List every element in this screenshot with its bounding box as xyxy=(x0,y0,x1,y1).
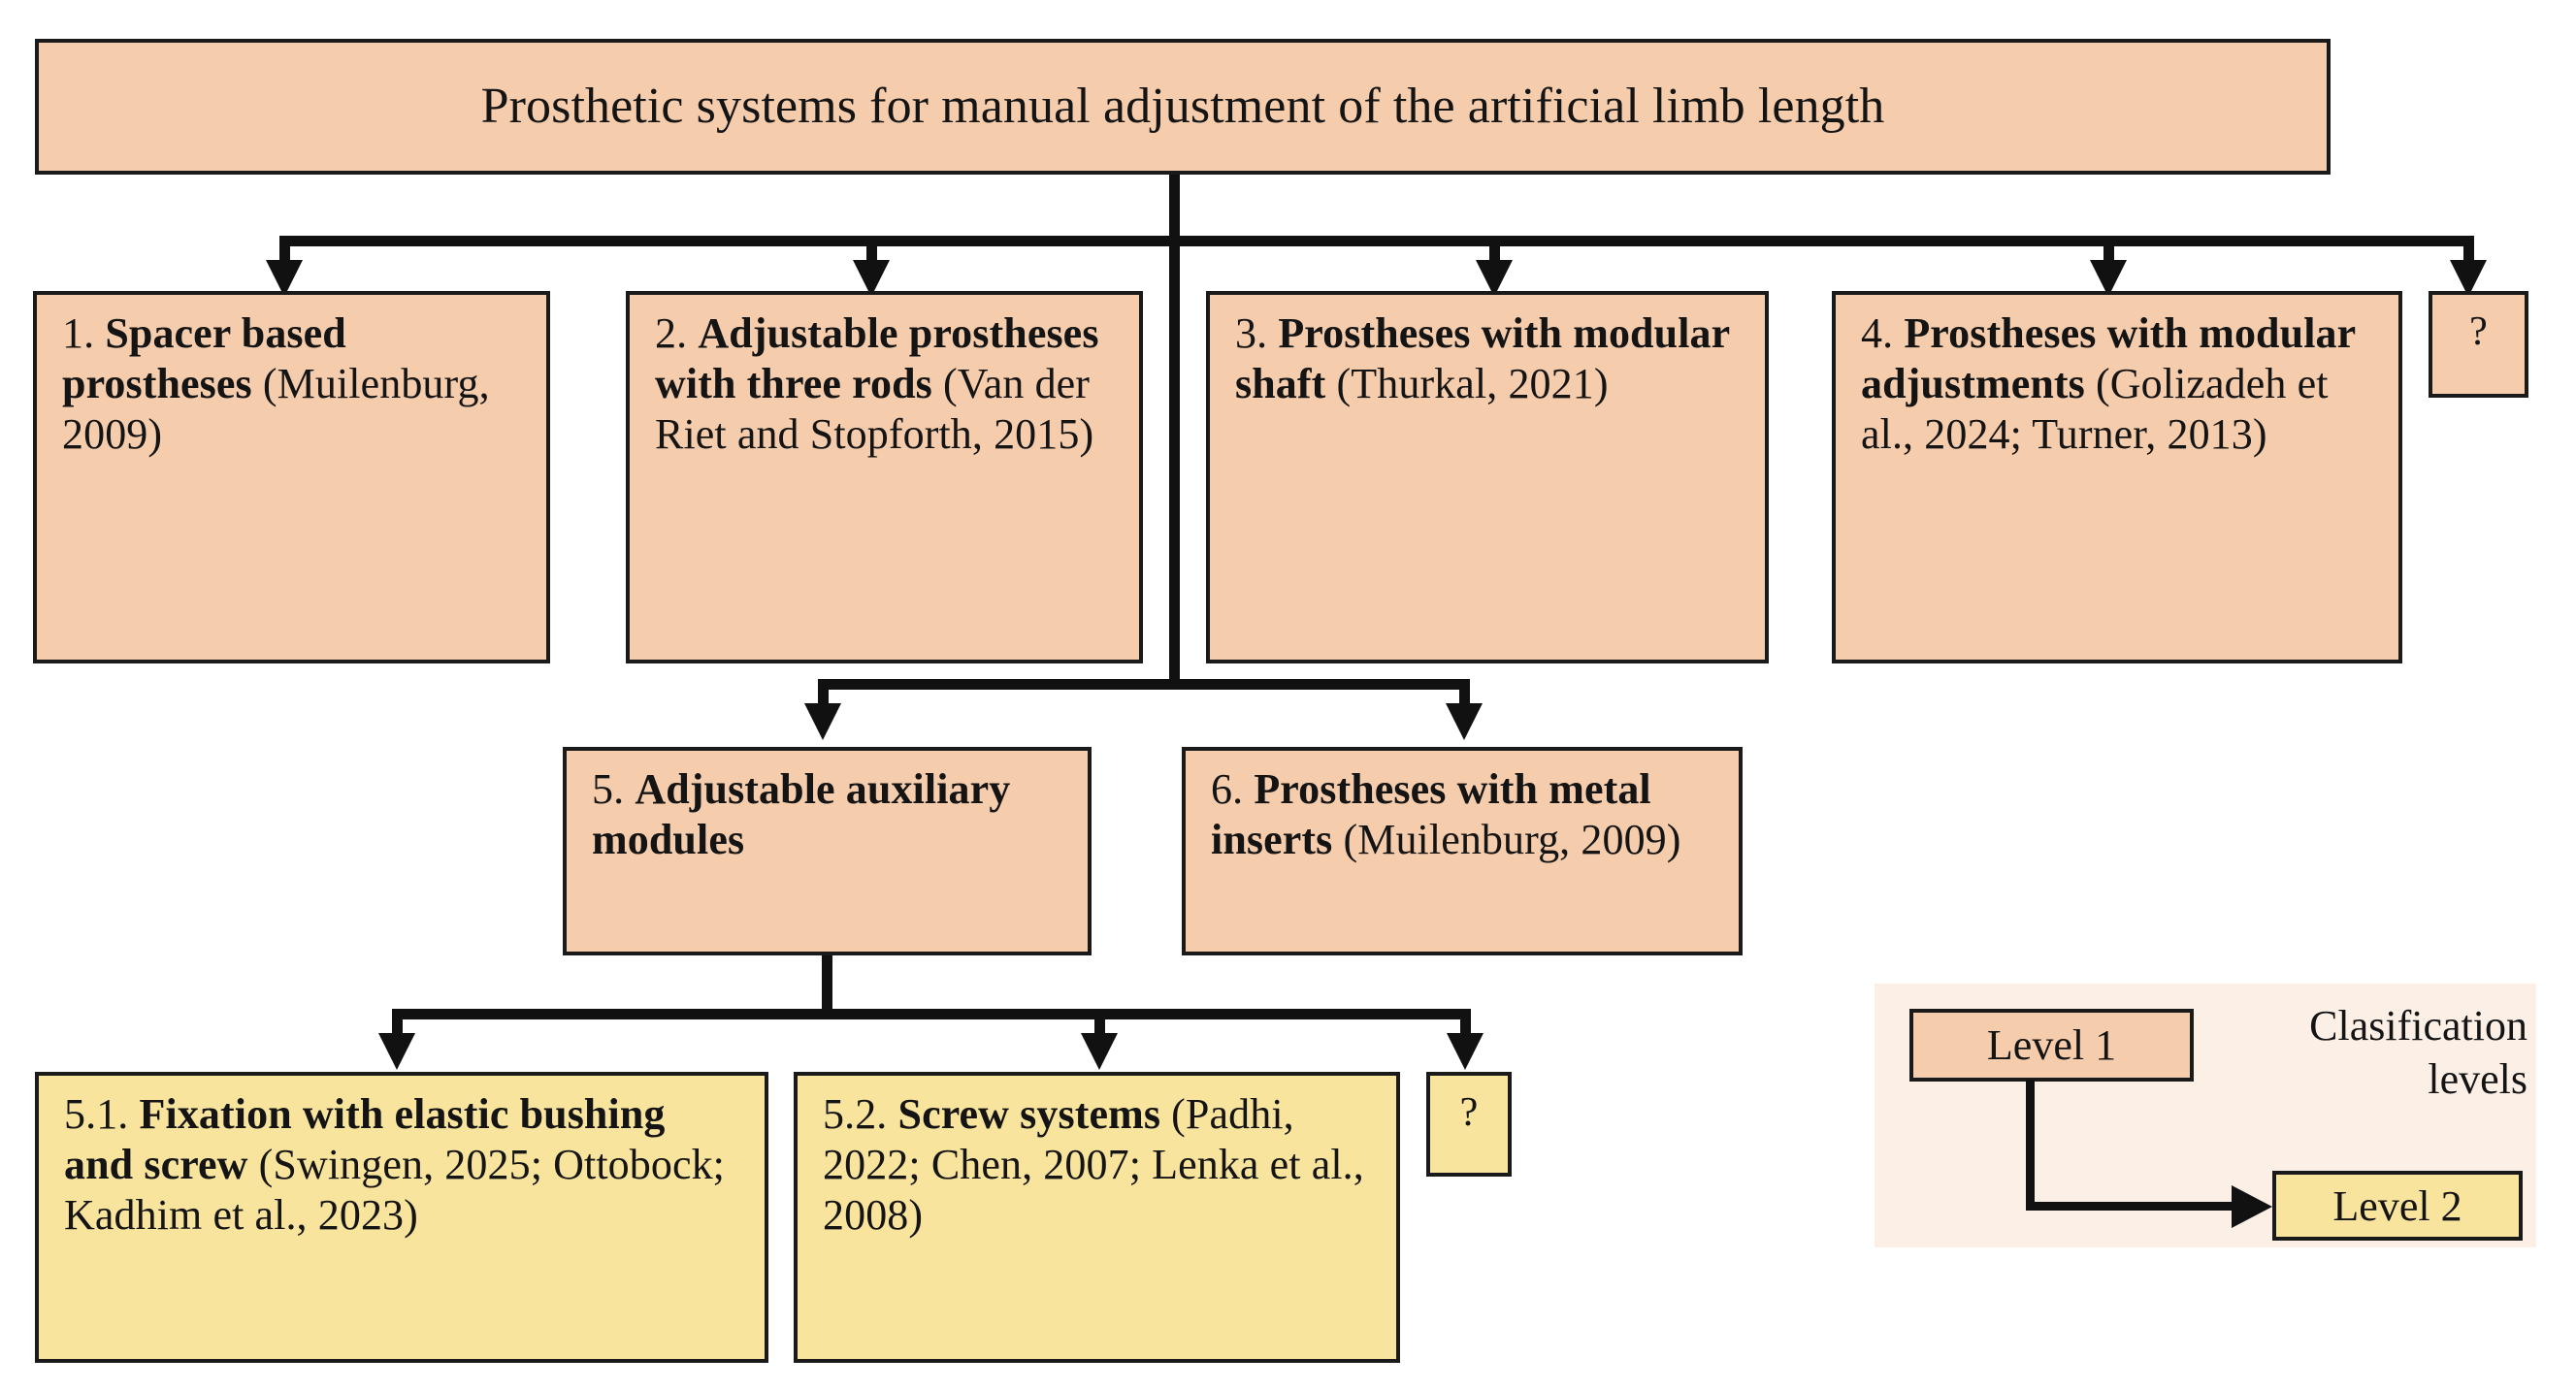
connector-drop-node4 xyxy=(2103,236,2114,275)
connector-drop-unknown2 xyxy=(1460,1009,1471,1048)
node-5-number: 5. xyxy=(592,765,625,813)
node-1-number: 1. xyxy=(62,309,95,357)
node-1-text: 1. Spacer based prostheses (Muilenburg, … xyxy=(37,295,546,469)
node-2: 2. Adjustable prostheses with three rods… xyxy=(626,291,1143,663)
connector-bus-level1 xyxy=(279,236,2474,246)
legend-swatch-level2: Level 2 xyxy=(2272,1171,2523,1241)
node-2-citation: (Van der Riet and Stopforth, 2015) xyxy=(655,359,1094,458)
node-5-2-text: 5.2. Screw systems (Padhi, 2022; Chen, 2… xyxy=(798,1076,1396,1250)
node-3-number: 3. xyxy=(1235,309,1268,357)
node-4: 4. Prostheses with modular adjustments (… xyxy=(1832,291,2402,663)
node-4-number: 4. xyxy=(1861,309,1894,357)
node-2-number: 2. xyxy=(655,309,688,357)
node-5-1-text: 5.1. Fixation with elastic bushing and s… xyxy=(39,1076,765,1250)
connector-drop-node2 xyxy=(866,236,877,275)
legend-connector-vertical xyxy=(2026,1080,2035,1211)
arrowhead-node3 xyxy=(1476,260,1513,297)
node-1-bold: Spacer based prostheses xyxy=(62,309,346,407)
arrowhead-node52 xyxy=(1081,1033,1118,1070)
node-3-citation: (Thurkal, 2021) xyxy=(1336,359,1609,407)
node-1-citation: (Muilenburg, 2009) xyxy=(62,359,490,458)
node-5-1: 5.1. Fixation with elastic bushing and s… xyxy=(35,1072,768,1363)
node-6-number: 6. xyxy=(1211,765,1244,813)
node-5-1-bold: Fixation with elastic bushing and screw xyxy=(64,1090,666,1188)
node-5-2: 5.2. Screw systems (Padhi, 2022; Chen, 2… xyxy=(794,1072,1400,1363)
node-6-citation: (Muilenburg, 2009) xyxy=(1343,815,1681,863)
legend-swatch-level1: Level 1 xyxy=(1909,1009,2194,1082)
node-5: 5. Adjustable auxiliary modules xyxy=(563,747,1092,955)
legend-connector-horizontal xyxy=(2026,1202,2239,1211)
connector-bus-level1b xyxy=(818,679,1470,690)
node-3-text: 3. Prostheses with modular shaft (Thurka… xyxy=(1210,295,1765,419)
arrowhead-unknown2 xyxy=(1447,1033,1484,1070)
connector-drop-node6 xyxy=(1459,679,1470,718)
node-4-bold: Prostheses with modular adjustments xyxy=(1861,309,2356,407)
connector-stem-node5 xyxy=(822,955,832,1018)
connector-drop-node52 xyxy=(1094,1009,1105,1048)
node-5-bold: Adjustable auxiliary modules xyxy=(592,765,1011,863)
connector-drop-node3 xyxy=(1489,236,1500,275)
connector-trunk-vertical xyxy=(1169,175,1180,679)
legend-arrowhead xyxy=(2232,1185,2272,1228)
node-5-text: 5. Adjustable auxiliary modules xyxy=(567,751,1088,875)
node-title-label: Prosthetic systems for manual adjustment… xyxy=(480,79,1885,135)
arrowhead-node5 xyxy=(804,703,841,740)
node-5-2-number: 5.2. xyxy=(823,1090,888,1138)
node-1: 1. Spacer based prostheses (Muilenburg, … xyxy=(33,291,550,663)
arrowhead-node6 xyxy=(1446,703,1483,740)
node-4-text: 4. Prostheses with modular adjustments (… xyxy=(1836,295,2398,469)
node-2-text: 2. Adjustable prostheses with three rods… xyxy=(630,295,1139,469)
node-5-2-bold: Screw systems xyxy=(897,1090,1161,1138)
node-6: 6. Prostheses with metal inserts (Muilen… xyxy=(1182,747,1743,955)
legend-caption: Clasification levels xyxy=(2217,999,2527,1106)
arrowhead-node1 xyxy=(266,260,303,297)
connector-drop-node51 xyxy=(392,1009,403,1048)
arrowhead-node51 xyxy=(378,1033,415,1070)
node-unknown-level1-label: ? xyxy=(2469,309,2488,354)
node-3-bold: Prostheses with modular shaft xyxy=(1235,309,1730,407)
node-6-bold: Prostheses with metal inserts xyxy=(1211,765,1651,863)
legend-swatch-level1-label: Level 1 xyxy=(1986,1021,2117,1069)
arrowhead-node2 xyxy=(853,260,890,297)
connector-drop-unknown1 xyxy=(2463,236,2474,275)
legend-caption-line1: Clasification xyxy=(2309,1002,2527,1050)
connector-drop-node1 xyxy=(279,236,290,275)
node-4-citation: (Golizadeh et al., 2024; Turner, 2013) xyxy=(1861,359,2329,458)
node-3: 3. Prostheses with modular shaft (Thurka… xyxy=(1206,291,1769,663)
legend-caption-line2: levels xyxy=(2428,1055,2527,1103)
connector-bus-level2 xyxy=(392,1009,1471,1019)
node-2-bold: Adjustable prostheses with three rods xyxy=(655,309,1099,407)
node-5-1-citation: (Swingen, 2025; Ottobock; Kadhim et al.,… xyxy=(64,1140,726,1239)
node-5-2-citation: (Padhi, 2022; Chen, 2007; Lenka et al., … xyxy=(823,1090,1364,1239)
connector-drop-node5 xyxy=(818,679,829,718)
legend-swatch-level2-label: Level 2 xyxy=(2332,1181,2462,1230)
node-5-1-number: 5.1. xyxy=(64,1090,129,1138)
node-title: Prosthetic systems for manual adjustment… xyxy=(35,39,2331,175)
node-unknown-level2-label: ? xyxy=(1459,1090,1479,1135)
node-unknown-level2: ? xyxy=(1426,1072,1512,1177)
arrowhead-unknown1 xyxy=(2450,260,2487,297)
node-6-text: 6. Prostheses with metal inserts (Muilen… xyxy=(1186,751,1739,875)
node-unknown-level1: ? xyxy=(2429,291,2528,398)
arrowhead-node4 xyxy=(2090,260,2127,297)
